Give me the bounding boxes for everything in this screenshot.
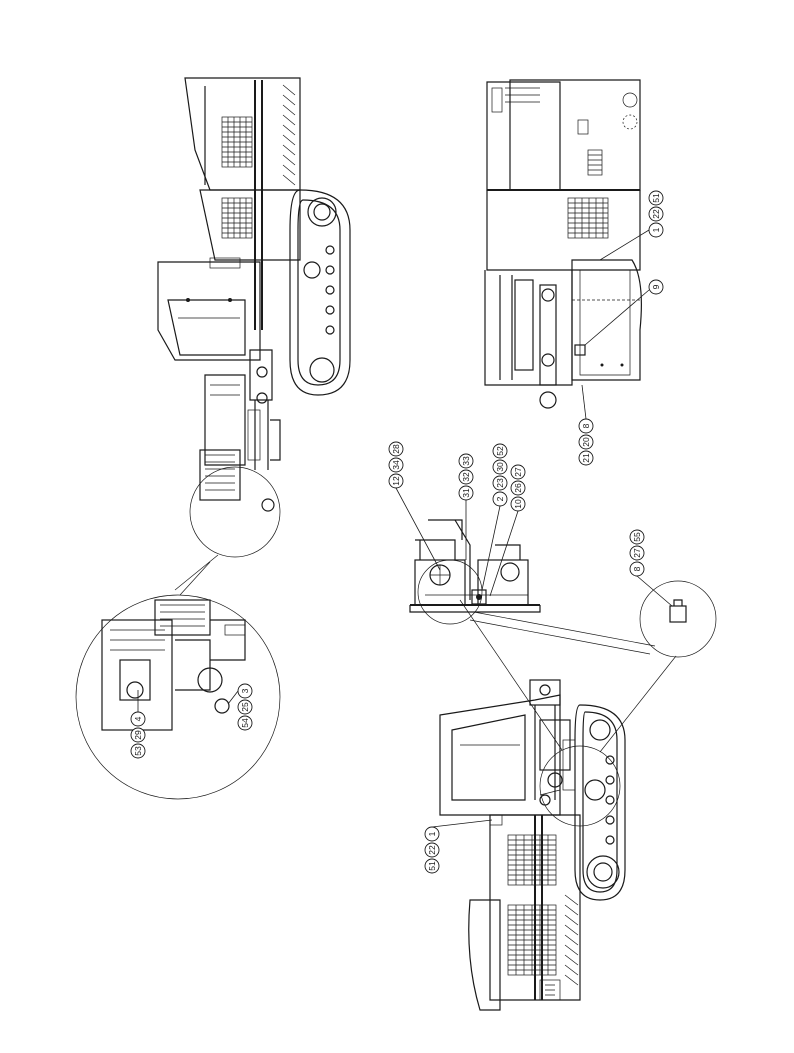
callout-group-e: 21 20 8 (578, 384, 594, 466)
grille-lower (221, 197, 253, 239)
callout-label: 27 (513, 467, 523, 477)
callout-label: 28 (391, 444, 401, 454)
callout-group-b: 54 25 3 (227, 683, 253, 731)
callout-label: 54 (240, 718, 250, 728)
callout-label: 51 (651, 193, 661, 203)
machine-side-view-top (157, 77, 351, 512)
callout-label: 2 (495, 496, 505, 501)
callout-label: 34 (391, 460, 401, 470)
joint-detail-view (409, 519, 541, 613)
callout-label: 30 (495, 462, 505, 472)
callout-label: 10 (513, 499, 523, 509)
callout-label: 33 (461, 456, 471, 466)
callout-label: 51 (427, 861, 437, 871)
detail-view-large (75, 466, 281, 800)
callout-group-j: 8 27 55 (629, 529, 673, 607)
track-bottom (574, 704, 626, 901)
callout-group-a: 53 29 4 (130, 690, 146, 759)
callout-label: 12 (391, 476, 401, 486)
callout-group-d: 9 (584, 279, 664, 346)
callout-label: 27 (632, 548, 642, 558)
grille-bottom-1 (507, 834, 557, 886)
callout-label: 52 (495, 446, 505, 456)
callout-label: 9 (651, 284, 661, 289)
callout-group-c: 1 22 51 (578, 190, 664, 261)
callout-group-h: 2 23 30 52 (481, 443, 508, 591)
callout-label: 23 (495, 478, 505, 488)
callout-label: 22 (427, 845, 437, 855)
callout-label: 8 (581, 423, 591, 428)
callout-label: 20 (581, 437, 591, 447)
machine-side-view-bottom (439, 599, 677, 1011)
callout-group-i: 10 26 27 (489, 464, 526, 597)
grille-bottom-2 (507, 904, 557, 976)
track-upper (289, 189, 351, 396)
callout-label: 1 (427, 831, 437, 836)
callout-label: 31 (461, 488, 471, 498)
callout-label: 32 (461, 472, 471, 482)
callout-label: 25 (240, 702, 250, 712)
callout-label: 55 (632, 532, 642, 542)
grille-upper (221, 116, 253, 168)
callout-label: 53 (133, 746, 143, 756)
machine-front-view (484, 79, 642, 409)
callout-label: 1 (651, 227, 661, 232)
callout-group-g: 31 32 33 (458, 453, 474, 560)
callout-label: 3 (240, 688, 250, 693)
callout-label: 4 (133, 716, 143, 721)
callout-label: 26 (513, 483, 523, 493)
callout-label: 21 (581, 453, 591, 463)
callout-label: 22 (651, 209, 661, 219)
callout-group-k: 51 22 1 (424, 819, 493, 874)
callout-label: 8 (632, 566, 642, 571)
pin-detail-view (417, 559, 717, 658)
callout-group-f: 12 34 28 (388, 441, 441, 571)
callout-label: 29 (133, 730, 143, 740)
